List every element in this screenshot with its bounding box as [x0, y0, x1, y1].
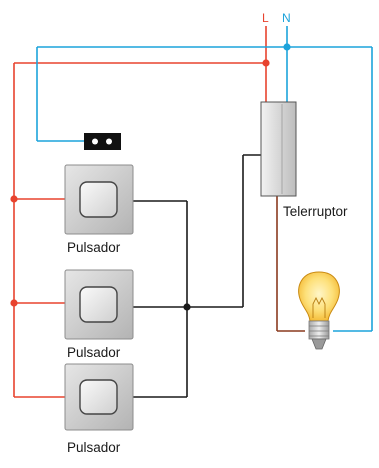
junction-dots: [10, 43, 291, 311]
relay-icon: [260, 101, 297, 197]
pushbutton-1-label: Pulsador: [67, 240, 121, 255]
relay-label: Telerruptor: [283, 204, 348, 219]
switched-wires: [133, 154, 261, 398]
lamp-wire: [276, 196, 305, 332]
light-bulb-icon: [298, 271, 340, 350]
pushbutton-2-label: Pulsador: [67, 345, 121, 360]
line-wires: [13, 26, 267, 398]
neutral-terminal-label: N: [282, 11, 291, 25]
junction-box-icon: [84, 133, 121, 150]
line-terminal-label: L: [262, 11, 269, 25]
pushbutton-3: [64, 363, 134, 431]
pushbutton-3-label: Pulsador: [67, 440, 121, 455]
neutral-wires: [36, 26, 373, 332]
pushbutton-2: [64, 269, 134, 340]
pushbutton-1: [64, 164, 134, 235]
